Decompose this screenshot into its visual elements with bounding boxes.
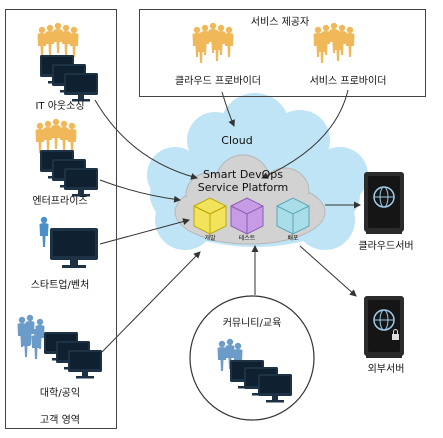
community-label: 커뮤니티/교육 bbox=[222, 318, 282, 329]
customer-university-label: 대학/공익 bbox=[39, 388, 81, 399]
platform-title-line2: Service Platform bbox=[197, 181, 289, 194]
customer-area-title: 고객 영역 bbox=[40, 415, 80, 426]
platform-title-line1: Smart DevOps bbox=[203, 168, 283, 181]
connector-arrows bbox=[94, 89, 361, 353]
startup-icon bbox=[39, 216, 98, 268]
customer-area-box bbox=[5, 9, 117, 429]
customer-it-outsourcing-label: IT 아웃소싱 bbox=[35, 101, 85, 112]
module-test-label: 테스트 bbox=[238, 235, 256, 242]
cloud-label: Cloud bbox=[221, 134, 253, 147]
module-dev-icon bbox=[193, 197, 227, 235]
cloud-server-label: 클라우드서버 bbox=[358, 241, 414, 252]
customer-enterprise-label: 엔터프라이즈 bbox=[32, 196, 88, 207]
customer-startup-label: 스타트업/벤처 bbox=[30, 280, 90, 291]
module-deploy-icon bbox=[276, 197, 310, 235]
external-server-icon bbox=[364, 296, 404, 358]
module-deploy-label: 배포 bbox=[287, 235, 299, 242]
provider-box-title: 서비스 제공자 bbox=[250, 17, 310, 28]
external-server-label: 외부서버 bbox=[367, 364, 405, 375]
module-dev-label: 개발 bbox=[204, 235, 216, 242]
cloud-provider-label: 클라우드 프로바이더 bbox=[175, 76, 261, 87]
module-test-icon bbox=[230, 197, 264, 235]
service-provider-label: 서비스 프로바이더 bbox=[309, 76, 387, 87]
provider-box bbox=[139, 9, 426, 97]
community-circle bbox=[189, 295, 315, 421]
cloud-server-icon bbox=[364, 172, 404, 234]
community-icon bbox=[217, 338, 292, 403]
